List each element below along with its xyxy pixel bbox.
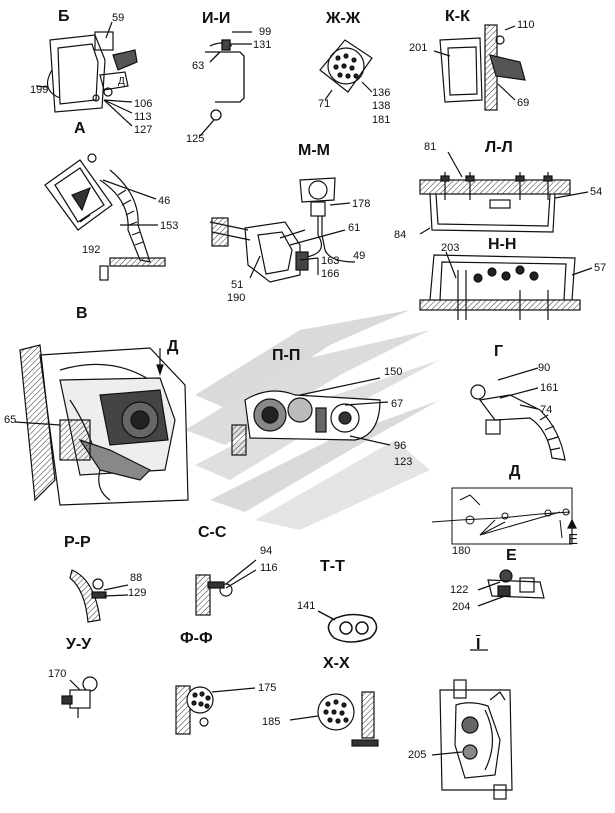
section-uu-drawing (61, 676, 98, 718)
callout-69: 69 (517, 97, 530, 109)
callout-74: 74 (540, 404, 553, 416)
section-title-e: Е (506, 547, 517, 564)
callout-199: 199 (30, 84, 49, 96)
callout-205: 205 (408, 749, 427, 761)
callout-123: 123 (394, 456, 413, 468)
callout-81: 81 (424, 141, 437, 153)
view-arrow-e (567, 518, 577, 542)
callout-170: 170 (48, 668, 67, 680)
callout-71: 71 (318, 98, 331, 110)
view-i-drawing (431, 649, 513, 800)
section-title-ff: Ф-Ф (180, 630, 213, 647)
section-hh-drawing (289, 691, 379, 747)
section-title-ii: И-И (202, 10, 231, 27)
callout-185: 185 (262, 716, 281, 728)
callout-127: 127 (134, 124, 153, 136)
section-title-hh: Х-Х (323, 655, 350, 672)
section-title-uu: У-У (66, 636, 92, 653)
callout-161: 161 (540, 382, 559, 394)
section-title-v: В (76, 305, 88, 322)
section-nn-drawing (419, 251, 593, 320)
section-title-b: Б (58, 8, 70, 25)
callout-122: 122 (450, 584, 469, 596)
callout-163: 163 (321, 255, 340, 267)
callout-65: 65 (4, 414, 17, 426)
callout-49: 49 (353, 250, 366, 262)
callout-131: 131 (253, 39, 272, 51)
callout-51: 51 (231, 279, 244, 291)
section-zhzh-drawing (319, 39, 373, 101)
section-tt-drawing (317, 610, 378, 643)
view-d-drawing (431, 487, 573, 545)
callout-57: 57 (594, 262, 607, 274)
section-title-d-top: Д (167, 338, 179, 355)
callout-201: 201 (409, 42, 428, 54)
section-kk-drawing (433, 24, 526, 111)
callout-63: 63 (192, 60, 205, 72)
callout-178: 178 (352, 198, 371, 210)
callout-84: 84 (394, 229, 407, 241)
callout-113: 113 (134, 111, 152, 123)
callout-138: 138 (372, 100, 391, 112)
callout-190: 190 (227, 292, 246, 304)
callout-94: 94 (260, 545, 273, 557)
callout-175: 175 (258, 682, 277, 694)
callout-110: 110 (517, 19, 535, 31)
callout-90: 90 (538, 362, 551, 374)
section-title-tt: Т-Т (320, 558, 345, 575)
callout-153: 153 (160, 220, 179, 232)
section-rr-drawing (69, 569, 129, 623)
callout-180: 180 (452, 545, 471, 557)
section-title-a: А (74, 120, 86, 137)
section-title-kk: К-К (445, 8, 470, 25)
callout-99: 99 (259, 26, 272, 38)
callout-166: 166 (321, 268, 340, 280)
section-title-mm: М-М (298, 142, 330, 159)
callout-141: 141 (297, 600, 316, 612)
view-b-drawing (35, 21, 138, 127)
callout-61: 61 (348, 222, 361, 234)
callout-192: 192 (82, 244, 101, 256)
section-title-pp: П-П (272, 347, 301, 364)
callout-106: 106 (134, 98, 153, 110)
section-title-rr: Р-Р (64, 534, 91, 551)
section-mm-drawing (209, 177, 356, 283)
callout-129: 129 (128, 587, 147, 599)
section-title-i: I (476, 636, 481, 653)
callout-54: 54 (590, 186, 603, 198)
callout-116: 116 (260, 562, 278, 574)
view-g-drawing (470, 367, 566, 461)
callout-136: 136 (372, 87, 391, 99)
callout-59: 59 (112, 12, 125, 24)
callout-e-arrow: Е (568, 531, 579, 548)
callout-181: 181 (372, 114, 391, 126)
callout-150: 150 (384, 366, 403, 378)
section-title-zhzh: Ж-Ж (326, 10, 361, 27)
view-v-drawing (14, 344, 189, 506)
section-ss-drawing (195, 559, 257, 616)
section-title-ll: Л-Л (485, 139, 513, 156)
section-title-ss: С-С (198, 524, 227, 541)
section-ii-drawing (199, 31, 252, 137)
section-ll-drawing (419, 151, 589, 235)
view-e-drawing (477, 569, 545, 607)
section-title-nn: Н-Н (488, 236, 517, 253)
section-ff-drawing (175, 685, 256, 735)
section-pp-drawing (231, 377, 391, 456)
callout-203: 203 (441, 242, 460, 254)
callout-125: 125 (186, 133, 205, 145)
section-title-d-right: Д (509, 463, 521, 480)
callout-d-small: Д (118, 76, 125, 87)
callout-204: 204 (452, 601, 471, 613)
section-title-g: Г (494, 343, 504, 360)
callout-46: 46 (158, 195, 171, 207)
view-a-drawing (44, 153, 166, 281)
callout-88: 88 (130, 572, 143, 584)
callout-96: 96 (394, 440, 407, 452)
callout-67: 67 (391, 398, 404, 410)
